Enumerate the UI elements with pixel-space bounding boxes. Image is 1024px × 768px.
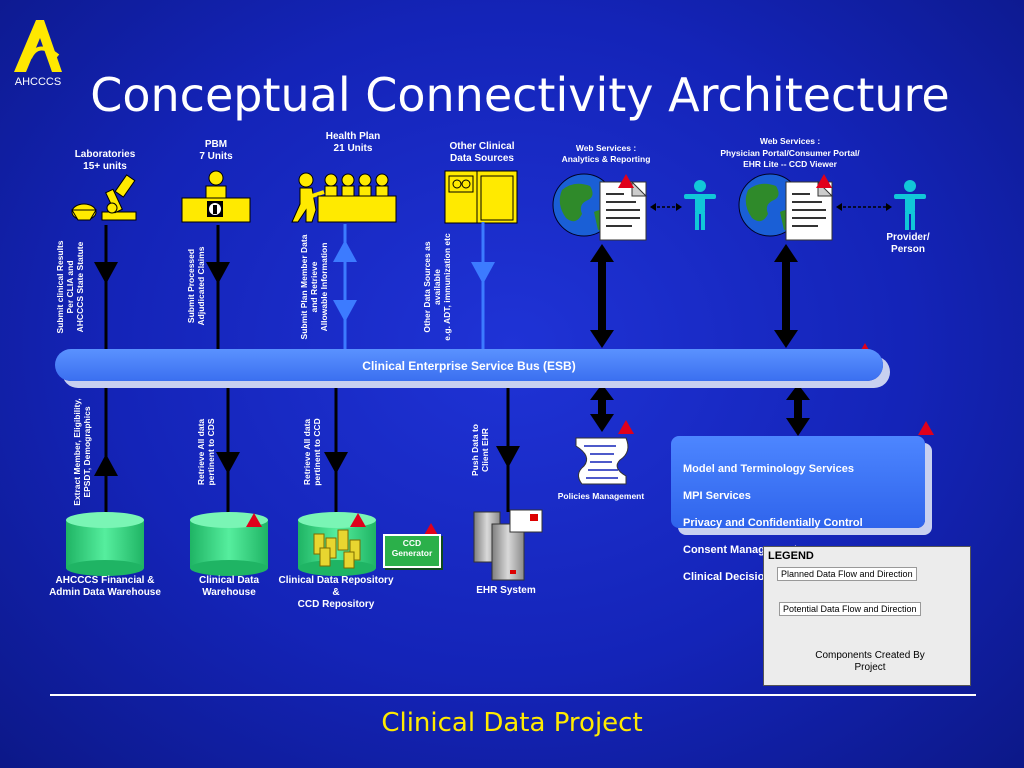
- ahcccs-logo-icon: [14, 20, 62, 72]
- financial-database-icon: [66, 512, 144, 576]
- repository-database-icon: [298, 512, 376, 576]
- lab-flow-label: Submit clinical Results Per CLIA and AHC…: [55, 240, 85, 334]
- provider-label: Provider/ Person: [886, 232, 930, 255]
- person-icon: [684, 180, 716, 230]
- footer-divider: [50, 694, 976, 696]
- legend-potential-label: Potential Data Flow and Direction: [779, 602, 921, 616]
- other-clinical-label: Other Clinical Data Sources: [449, 141, 515, 164]
- clinical-warehouse-label: Clinical Data Warehouse: [198, 575, 260, 598]
- page-title: Conceptual Connectivity Architecture: [90, 68, 950, 122]
- services-box: [671, 436, 925, 528]
- planned-flow-arrows-lower: [94, 382, 810, 520]
- legend-planned-label: Planned Data Flow and Direction: [777, 567, 917, 581]
- pbm-label: PBM 7 Units: [199, 139, 233, 162]
- footer-title: Clinical Data Project: [381, 708, 643, 738]
- ehr-flow-label: Push Data to Client EHR: [470, 424, 490, 476]
- potential-flow-arrows: [333, 222, 495, 350]
- esb-bar: [55, 349, 883, 381]
- web-services-portal-label: Web Services : Physician Portal/Consumer…: [720, 136, 860, 169]
- pbm-pharmacist-icon: [181, 170, 251, 223]
- health-plan-flow-label: Submit Plan Member Data and Retrieve All…: [299, 234, 329, 340]
- ccd-generator-label: CCD Generator: [391, 538, 433, 558]
- ccd-generator-box: [383, 534, 441, 568]
- financial-warehouse-label: AHCCCS Financial & Admin Data Warehouse: [49, 575, 161, 598]
- web-services-analytics-label: Web Services : Analytics & Reporting: [561, 143, 651, 164]
- esb-label: Clinical Enterprise Service Bus (ESB): [362, 359, 576, 373]
- health-plan-label: Health Plan 21 Units: [325, 131, 381, 154]
- extract-flow-label: Extract Member, Eligibility, EPSDT, Demo…: [72, 398, 92, 506]
- legend-title: LEGEND: [768, 550, 814, 562]
- logo-text: AHCCCS: [14, 76, 62, 88]
- service-item: Privacy and Confidentially Control: [683, 516, 863, 529]
- analytics-web-services-icon: [552, 173, 648, 241]
- health-plan-meeting-icon: [291, 172, 397, 223]
- laboratories-label: Laboratories 15+ units: [74, 149, 136, 172]
- component-marker-icon: [246, 174, 934, 662]
- pbm-flow-label: Submit Processed Adjudicated Claims: [186, 246, 206, 326]
- provider-person-icon: [894, 180, 926, 230]
- other-flow-label: Other Data Sources as available e.g. ADT…: [422, 233, 452, 341]
- connector-arrowheads: [650, 203, 892, 211]
- ehr-system-label: EHR System: [476, 585, 536, 596]
- ehr-server-icon: [473, 509, 543, 581]
- repository-label: Clinical Data Repository & CCD Repositor…: [278, 575, 394, 610]
- service-item: Model and Terminology Services: [683, 462, 854, 475]
- portal-web-services-icon: [738, 173, 834, 241]
- policies-label: Policies Management: [557, 491, 645, 501]
- ccd-flow-label: Retrieve All data pertinent to CCD: [302, 418, 322, 486]
- service-item: MPI Services: [683, 489, 751, 502]
- laboratory-microscope-icon: [71, 174, 137, 221]
- cds-flow-label: Retrieve All data pertinent to CDS: [196, 418, 216, 486]
- legend-created-label: Components Created By Project: [815, 650, 925, 673]
- policies-scroll-icon: [575, 437, 629, 485]
- planned-flow-arrows-upper: [94, 225, 798, 350]
- other-data-sources-device-icon: [444, 170, 518, 224]
